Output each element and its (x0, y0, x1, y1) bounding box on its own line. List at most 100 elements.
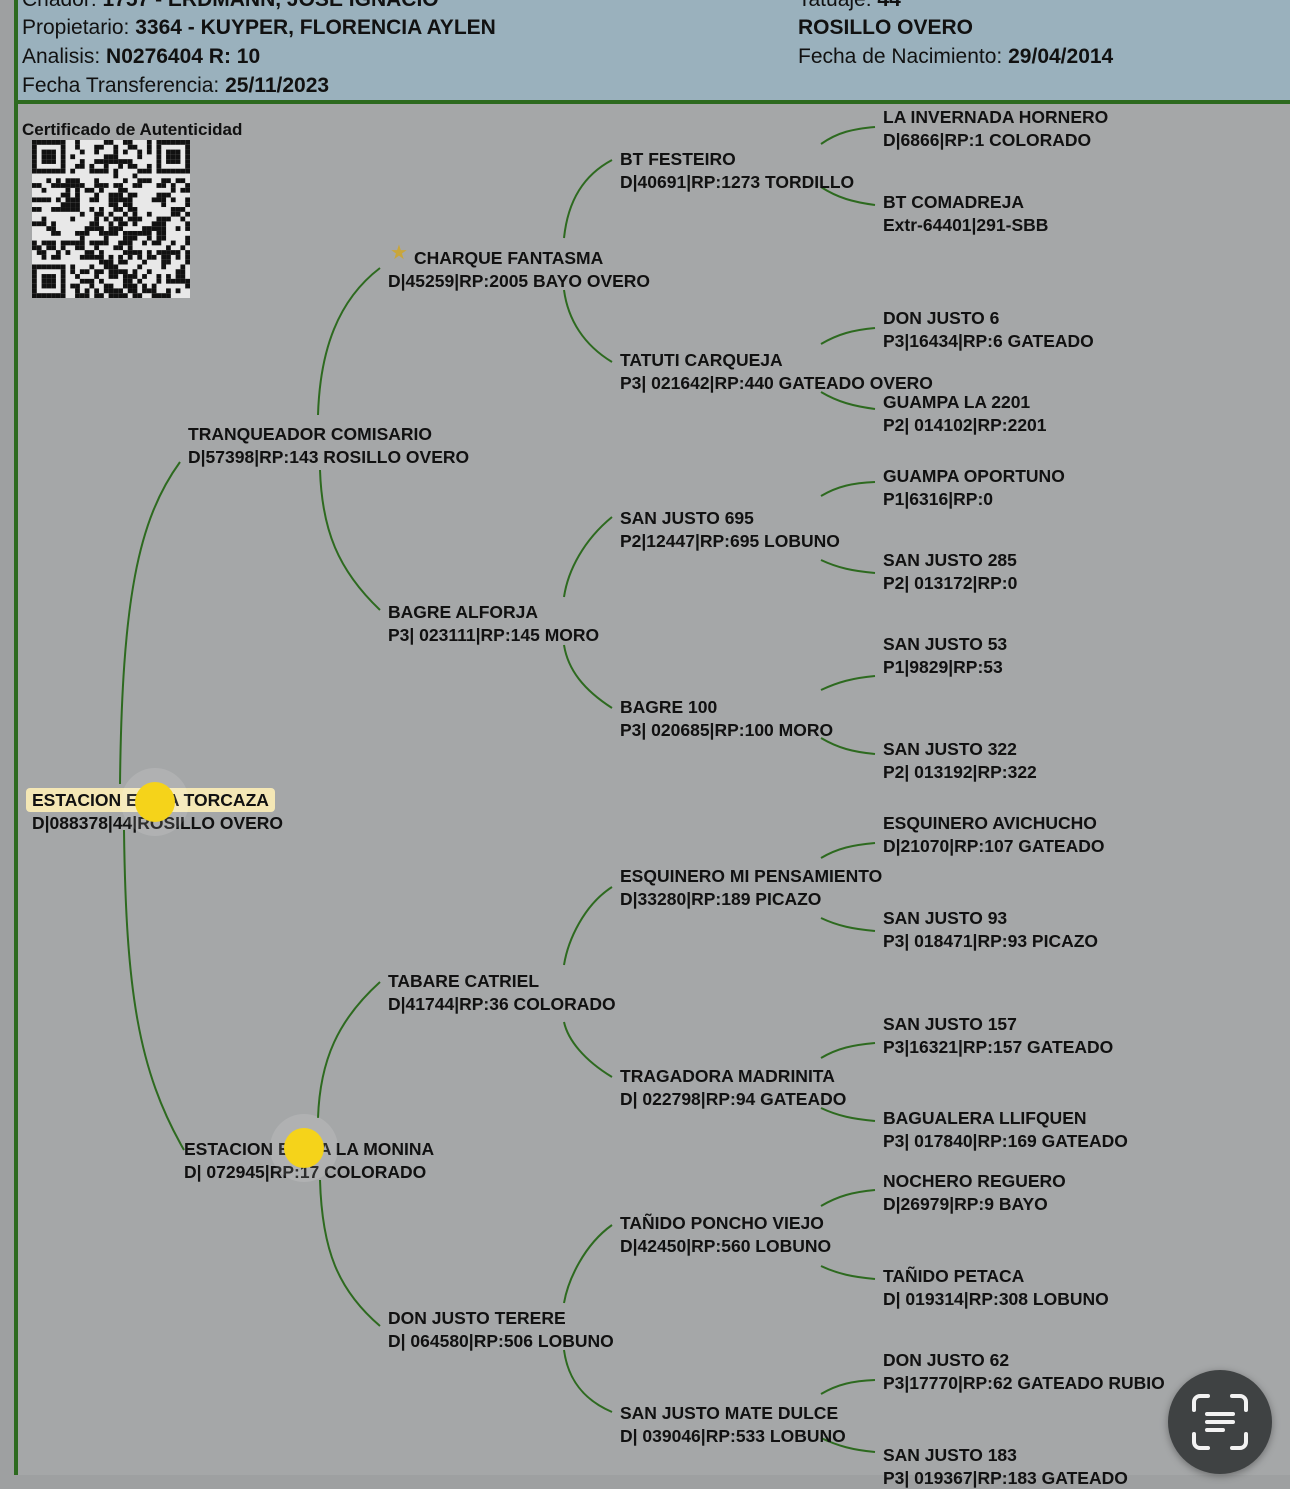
grandparent-data: D|41744|RP:36 COLORADO (388, 993, 616, 1016)
great-grandparent-name: SAN JUSTO MATE DULCE (620, 1402, 846, 1425)
grandparent-node[interactable]: DON JUSTO TERERE D| 064580|RP:506 LOBUNO (388, 1307, 614, 1352)
ancestor-data: P1|6316|RP:0 (883, 488, 1065, 511)
pedigree-page: Criador: 1757 - ERDMANN, JOSE IGNACIO Pr… (14, 0, 1290, 1475)
connector-line (821, 328, 875, 344)
grandparent-node[interactable]: CHARQUE FANTASMA D|45259|RP:2005 BAYO OV… (388, 247, 650, 292)
great-grandparent-node[interactable]: TATUTI CARQUEJA P3| 021642|RP:440 GATEAD… (620, 349, 933, 394)
ancestor-node[interactable]: GUAMPA OPORTUNO P1|6316|RP:0 (883, 465, 1065, 510)
connector-line (821, 1043, 875, 1058)
great-grandparent-node[interactable]: TAÑIDO PONCHO VIEJO D|42450|RP:560 LOBUN… (620, 1212, 831, 1257)
ancestor-node[interactable]: SAN JUSTO 53 P1|9829|RP:53 (883, 633, 1007, 678)
ancestor-node[interactable]: NOCHERO REGUERO D|26979|RP:9 BAYO (883, 1170, 1066, 1215)
great-grandparent-data: P3| 020685|RP:100 MORO (620, 719, 833, 742)
ancestor-data: P2| 013172|RP:0 (883, 572, 1017, 595)
connector-line (564, 645, 612, 708)
great-grandparent-name: TRAGADORA MADRINITA (620, 1065, 846, 1088)
ancestor-name: TAÑIDO PETACA (883, 1265, 1109, 1288)
connector-line (124, 830, 184, 1150)
ancestor-node[interactable]: GUAMPA LA 2201 P2| 014102|RP:2201 (883, 391, 1047, 436)
grandparent-node[interactable]: TABARE CATRIEL D|41744|RP:36 COLORADO (388, 970, 616, 1015)
ancestor-name: NOCHERO REGUERO (883, 1170, 1066, 1193)
connector-line (821, 1380, 875, 1394)
ancestor-name: ESQUINERO AVICHUCHO (883, 812, 1105, 835)
great-grandparent-name: BAGRE 100 (620, 696, 833, 719)
ancestor-data: P1|9829|RP:53 (883, 656, 1007, 679)
connector-line (320, 1180, 380, 1326)
connector-line (318, 268, 380, 415)
sire-node[interactable]: TRANQUEADOR COMISARIO D|57398|RP:143 ROS… (188, 423, 469, 468)
ancestor-node[interactable]: SAN JUSTO 285 P2| 013172|RP:0 (883, 549, 1017, 594)
great-grandparent-data: D| 022798|RP:94 GATEADO (620, 1088, 846, 1111)
great-grandparent-node[interactable]: TRAGADORA MADRINITA D| 022798|RP:94 GATE… (620, 1065, 846, 1110)
ancestor-node[interactable]: BAGUALERA LLIFQUEN P3| 017840|RP:169 GAT… (883, 1107, 1128, 1152)
ancestor-data: D|26979|RP:9 BAYO (883, 1193, 1066, 1216)
ancestor-node[interactable]: DON JUSTO 62 P3|17770|RP:62 GATEADO RUBI… (883, 1349, 1165, 1394)
grandparent-name: TABARE CATRIEL (388, 970, 616, 993)
ancestor-node[interactable]: ESQUINERO AVICHUCHO D|21070|RP:107 GATEA… (883, 812, 1105, 857)
connector-line (320, 470, 380, 610)
connector-line (564, 887, 612, 965)
great-grandparent-node[interactable]: BT FESTEIRO D|40691|RP:1273 TORDILLO (620, 148, 854, 193)
connector-line (821, 392, 875, 409)
great-grandparent-node[interactable]: SAN JUSTO MATE DULCE D| 039046|RP:533 LO… (620, 1402, 846, 1447)
connector-line (564, 517, 612, 597)
great-grandparent-data: D|40691|RP:1273 TORDILLO (620, 171, 854, 194)
ancestor-data: P3|16321|RP:157 GATEADO (883, 1036, 1113, 1059)
ancestor-node[interactable]: SAN JUSTO 183 P3| 019367|RP:183 GATEADO (883, 1444, 1128, 1489)
ancestor-name: SAN JUSTO 53 (883, 633, 1007, 656)
great-grandparent-data: D|42450|RP:560 LOBUNO (620, 1235, 831, 1258)
ancestor-node[interactable]: SAN JUSTO 322 P2| 013192|RP:322 (883, 738, 1037, 783)
ancestor-name: SAN JUSTO 322 (883, 738, 1037, 761)
great-grandparent-name: TATUTI CARQUEJA (620, 349, 933, 372)
grandparent-node[interactable]: BAGRE ALFORJA P3| 023111|RP:145 MORO (388, 601, 599, 646)
ancestor-name: SAN JUSTO 285 (883, 549, 1017, 572)
great-grandparent-node[interactable]: BAGRE 100 P3| 020685|RP:100 MORO (620, 696, 833, 741)
ancestor-name: SAN JUSTO 157 (883, 1013, 1113, 1036)
ancestor-name: GUAMPA OPORTUNO (883, 465, 1065, 488)
grandparent-name: DON JUSTO TERERE (388, 1307, 614, 1330)
connector-line (821, 482, 875, 496)
ancestor-name: DON JUSTO 6 (883, 307, 1094, 330)
ancestor-data: P3| 017840|RP:169 GATEADO (883, 1130, 1128, 1153)
great-grandparent-name: BT FESTEIRO (620, 148, 854, 171)
grandparent-name: CHARQUE FANTASMA (388, 247, 650, 270)
ancestor-name: BT COMADREJA (883, 191, 1048, 214)
ancestor-name: SAN JUSTO 183 (883, 1444, 1128, 1467)
great-grandparent-node[interactable]: ESQUINERO MI PENSAMIENTO D|33280|RP:189 … (620, 865, 882, 910)
connector-line (821, 843, 875, 858)
connector-line (821, 560, 875, 573)
connector-line (821, 1266, 875, 1279)
grandparent-data: P3| 023111|RP:145 MORO (388, 624, 599, 647)
ancestor-data: P3|17770|RP:62 GATEADO RUBIO (883, 1372, 1165, 1395)
sire-data: D|57398|RP:143 ROSILLO OVERO (188, 446, 469, 469)
ancestor-node[interactable]: LA INVERNADA HORNERO D|6866|RP:1 COLORAD… (883, 106, 1108, 151)
ancestor-node[interactable]: SAN JUSTO 93 P3| 018471|RP:93 PICAZO (883, 907, 1098, 952)
great-grandparent-node[interactable]: SAN JUSTO 695 P2|12447|RP:695 LOBUNO (620, 507, 840, 552)
connector-line (821, 1190, 875, 1206)
grandparent-data: D|45259|RP:2005 BAYO OVERO (388, 270, 650, 293)
connector-line (564, 160, 612, 238)
ancestor-data: P2| 014102|RP:2201 (883, 414, 1047, 437)
connector-line (120, 462, 180, 784)
ancestor-name: SAN JUSTO 93 (883, 907, 1098, 930)
connector-line (564, 1350, 612, 1412)
connector-line (821, 676, 875, 690)
great-grandparent-data: D|33280|RP:189 PICAZO (620, 888, 882, 911)
text-scan-button[interactable] (1168, 1370, 1272, 1474)
ancestor-data: P3| 018471|RP:93 PICAZO (883, 930, 1098, 953)
connector-line (821, 127, 875, 144)
touch-indicator (284, 1128, 324, 1168)
grandparent-data: D| 064580|RP:506 LOBUNO (388, 1330, 614, 1353)
connector-line (318, 982, 380, 1118)
great-grandparent-data: P2|12447|RP:695 LOBUNO (620, 530, 840, 553)
ancestor-node[interactable]: BT COMADREJA Extr-64401|291-SBB (883, 191, 1048, 236)
great-grandparent-name: SAN JUSTO 695 (620, 507, 840, 530)
connector-line (564, 290, 612, 362)
ancestor-node[interactable]: TAÑIDO PETACA D| 019314|RP:308 LOBUNO (883, 1265, 1109, 1310)
ancestor-node[interactable]: SAN JUSTO 157 P3|16321|RP:157 GATEADO (883, 1013, 1113, 1058)
text-scan-icon (1190, 1392, 1250, 1452)
ancestor-data: P3|16434|RP:6 GATEADO (883, 330, 1094, 353)
great-grandparent-name: ESQUINERO MI PENSAMIENTO (620, 865, 882, 888)
connector-line (821, 918, 875, 931)
ancestor-node[interactable]: DON JUSTO 6 P3|16434|RP:6 GATEADO (883, 307, 1094, 352)
